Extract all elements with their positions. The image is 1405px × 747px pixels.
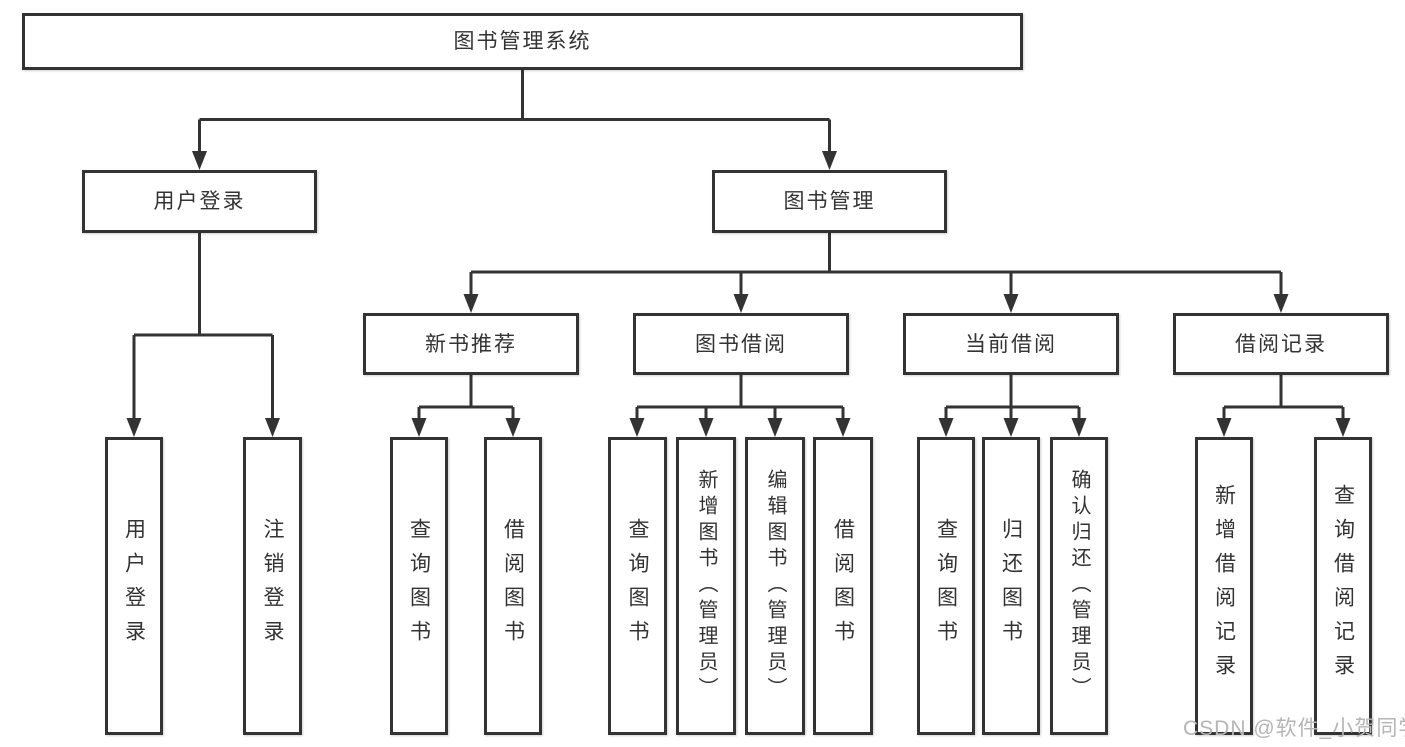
arrowhead <box>822 151 837 170</box>
node-user-login: 用户登录 <box>82 170 317 233</box>
arrowhead <box>1335 418 1351 437</box>
arrowhead <box>265 418 280 437</box>
leaf-label: 用户登录 <box>122 518 146 654</box>
arrowhead <box>505 418 521 437</box>
leaf-edit-book-admin: 编辑图书（管理员） <box>745 437 805 735</box>
leaf-label: 归还图书 <box>999 518 1023 654</box>
node-label: 图书管理系统 <box>453 30 592 53</box>
leaf-borrow-books: 借阅图书 <box>813 437 873 735</box>
node-book-mgmt: 图书管理 <box>712 170 947 233</box>
node-label: 当前借阅 <box>965 332 1057 356</box>
arrowhead <box>126 418 142 437</box>
arrowhead <box>463 294 479 313</box>
node-label: 用户登录 <box>153 190 246 213</box>
leaf-label: 新增图书（管理员） <box>695 469 717 703</box>
arrowhead <box>629 418 645 437</box>
arrowhead <box>835 418 851 437</box>
leaf-label: 查询图书 <box>407 518 431 654</box>
leaf-label: 查询图书 <box>934 518 958 654</box>
node-label: 图书管理 <box>783 190 876 213</box>
leaf-borrow-books-recommend: 借阅图书 <box>484 437 542 735</box>
arrowhead <box>192 151 207 170</box>
watermark: CSDN @软件_小贺同学 <box>1183 717 1405 740</box>
leaf-label: 查询借阅记录 <box>1331 484 1355 688</box>
node-label: 借阅记录 <box>1235 332 1327 356</box>
node-label: 图书借阅 <box>695 332 787 356</box>
node-label: 新书推荐 <box>425 332 517 356</box>
leaf-query-borrow-record: 查询借阅记录 <box>1314 437 1372 735</box>
leaf-query-books-recommend: 查询图书 <box>390 437 448 735</box>
leaf-query-books-current: 查询图书 <box>917 437 975 735</box>
leaf-label: 确认归还（管理员） <box>1068 469 1090 703</box>
arrowhead <box>1071 418 1087 437</box>
leaf-query-books-borrow: 查询图书 <box>608 437 667 735</box>
leaf-add-borrow-record: 新增借阅记录 <box>1195 437 1253 735</box>
leaf-user-login: 用户登录 <box>105 437 163 735</box>
arrowhead <box>1273 294 1289 313</box>
node-root: 图书管理系统 <box>22 13 1023 70</box>
leaf-logout: 注销登录 <box>243 437 302 735</box>
leaf-label: 编辑图书（管理员） <box>764 469 786 703</box>
leaf-return-book: 归还图书 <box>982 437 1040 735</box>
arrowhead <box>1003 418 1019 437</box>
arrowhead <box>767 418 783 437</box>
node-borrow-records: 借阅记录 <box>1173 313 1389 375</box>
node-book-borrow: 图书借阅 <box>633 313 849 375</box>
arrowhead <box>938 418 954 437</box>
leaf-add-book-admin: 新增图书（管理员） <box>676 437 736 735</box>
arrowhead <box>733 294 749 313</box>
arrowhead <box>411 418 427 437</box>
leaf-confirm-return-admin: 确认归还（管理员） <box>1050 437 1108 735</box>
leaf-label: 注销登录 <box>261 518 284 654</box>
node-new-books: 新书推荐 <box>363 313 579 375</box>
arrowhead <box>1216 418 1232 437</box>
leaf-label: 借阅图书 <box>831 518 855 654</box>
arrowhead <box>1003 294 1019 313</box>
arrowhead <box>698 418 714 437</box>
leaf-label: 新增借阅记录 <box>1212 484 1236 688</box>
leaf-label: 借阅图书 <box>501 518 525 654</box>
leaf-label: 查询图书 <box>626 518 649 654</box>
node-current-borrow: 当前借阅 <box>903 313 1119 375</box>
